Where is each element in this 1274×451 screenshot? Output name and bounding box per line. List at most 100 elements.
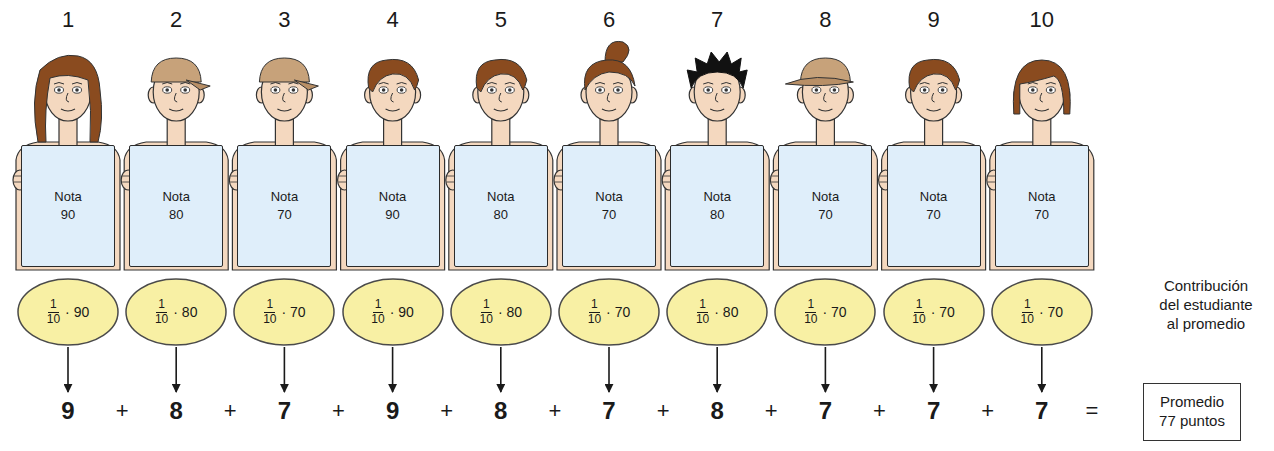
student-hair: [368, 59, 419, 92]
plus-sign: +: [440, 398, 453, 424]
plus-sign: +: [116, 398, 129, 424]
fraction-numerator: 1: [697, 298, 708, 313]
student-number: 8: [819, 7, 831, 33]
fraction-denominator: 10: [804, 313, 817, 327]
student-hair: [1013, 60, 1070, 114]
student-figure: [987, 60, 1094, 270]
circle-shape: [234, 279, 334, 345]
contribution-value: 7: [594, 394, 624, 428]
fraction-denominator: 10: [480, 313, 493, 327]
circle-shape: [451, 279, 551, 345]
student-number: 2: [170, 7, 182, 33]
contribution-arrow: [67, 347, 69, 392]
student-body: [987, 142, 1094, 270]
grade-product: · 80: [498, 304, 522, 320]
student-figure: [121, 58, 228, 270]
contribution-arrow: [392, 347, 394, 392]
circle-shape: [884, 279, 984, 345]
plus-sign: +: [873, 398, 886, 424]
student-number: 9: [927, 7, 939, 33]
student-body: [554, 142, 661, 270]
circle-shape: [992, 279, 1092, 345]
student-number: 6: [603, 7, 615, 33]
fraction-numerator: 1: [373, 298, 384, 313]
student-figure: [446, 59, 553, 270]
grade-product: · 80: [173, 304, 197, 320]
contribution-value: 8: [486, 394, 516, 428]
contribution-circle: 110 · 80: [450, 278, 552, 346]
grade-text: Nota 70: [1025, 188, 1059, 223]
student-body: [13, 142, 120, 270]
plus-sign: +: [224, 398, 237, 424]
grade-text: Nota 80: [484, 188, 518, 223]
circle-shape: [667, 279, 767, 345]
grade-sheet: Nota 80: [670, 145, 764, 267]
fraction-numerator: 1: [264, 298, 275, 313]
grade-product: · 90: [65, 304, 89, 320]
fraction-numerator: 1: [481, 298, 492, 313]
student-number: 1: [62, 7, 74, 33]
contribution-value: 7: [269, 394, 299, 428]
contribution-number: 8: [494, 397, 507, 425]
fraction-numerator: 1: [1022, 298, 1033, 313]
contribution-number: 8: [711, 397, 724, 425]
grade-sheet: Nota 70: [995, 145, 1089, 267]
plus-sign: +: [548, 398, 561, 424]
student-number: 3: [278, 7, 290, 33]
fraction-denominator: 10: [588, 313, 601, 327]
contribution-arrow: [608, 347, 610, 392]
grade-text: Nota 80: [159, 188, 193, 223]
fraction-denominator: 10: [696, 313, 709, 327]
equals-sign: =: [1086, 398, 1099, 424]
circle-shape: [343, 279, 443, 345]
average-text: Promedio 77 puntos: [1155, 393, 1229, 431]
contribution-number: 8: [170, 397, 183, 425]
grade-product: · 70: [1039, 304, 1063, 320]
student-body: [121, 142, 228, 270]
contribution-arrow: [716, 347, 718, 392]
circle-shape: [559, 279, 659, 345]
grade-product: · 70: [606, 304, 630, 320]
student-body: [770, 142, 877, 270]
grade-sheet: Nota 90: [346, 145, 440, 267]
contribution-value: 7: [1027, 394, 1057, 428]
student-body: [229, 142, 336, 270]
grade-product: · 70: [823, 304, 847, 320]
contribution-note: Contribución del estudiante al promedio: [1154, 277, 1258, 333]
student-hair: [476, 59, 527, 92]
contribution-value: 9: [378, 394, 408, 428]
student-number: 4: [386, 7, 398, 33]
contribution-circle: 110· 80: [125, 278, 227, 346]
grade-product: · 70: [282, 304, 306, 320]
grade-sheet: Nota 90: [21, 145, 115, 267]
student-hair: [909, 59, 960, 92]
contribution-number: 7: [278, 397, 291, 425]
plus-sign: +: [981, 398, 994, 424]
grade-sheet: Nota 80: [454, 145, 548, 267]
circle-shape: [18, 279, 118, 345]
student-body: [446, 142, 553, 270]
student-figure: [879, 59, 986, 270]
plus-sign: +: [657, 398, 670, 424]
average-box: Promedio 77 puntos: [1143, 383, 1241, 441]
grade-sheet: Nota 80: [129, 145, 223, 267]
contribution-arrow: [175, 347, 177, 392]
fraction-numerator: 1: [805, 298, 816, 313]
student-hair: [34, 55, 101, 142]
contribution-circle: 110· 70: [233, 278, 335, 346]
contribution-number: 7: [602, 397, 615, 425]
fraction-denominator: 10: [1021, 313, 1034, 327]
grade-product: · 80: [714, 304, 738, 320]
grade-text: Nota 90: [51, 188, 85, 223]
fraction-numerator: 1: [914, 298, 925, 313]
contribution-arrow: [284, 347, 286, 392]
student-cap: [151, 58, 210, 90]
student-figure: [770, 58, 877, 270]
student-body: [662, 142, 769, 270]
contribution-number: 7: [927, 397, 940, 425]
contribution-number: 9: [386, 397, 399, 425]
contribution-circle: 110· 90: [17, 278, 119, 346]
student-number: 10: [1030, 7, 1054, 33]
student-body: [338, 142, 445, 270]
grade-text: Nota 90: [376, 188, 410, 223]
